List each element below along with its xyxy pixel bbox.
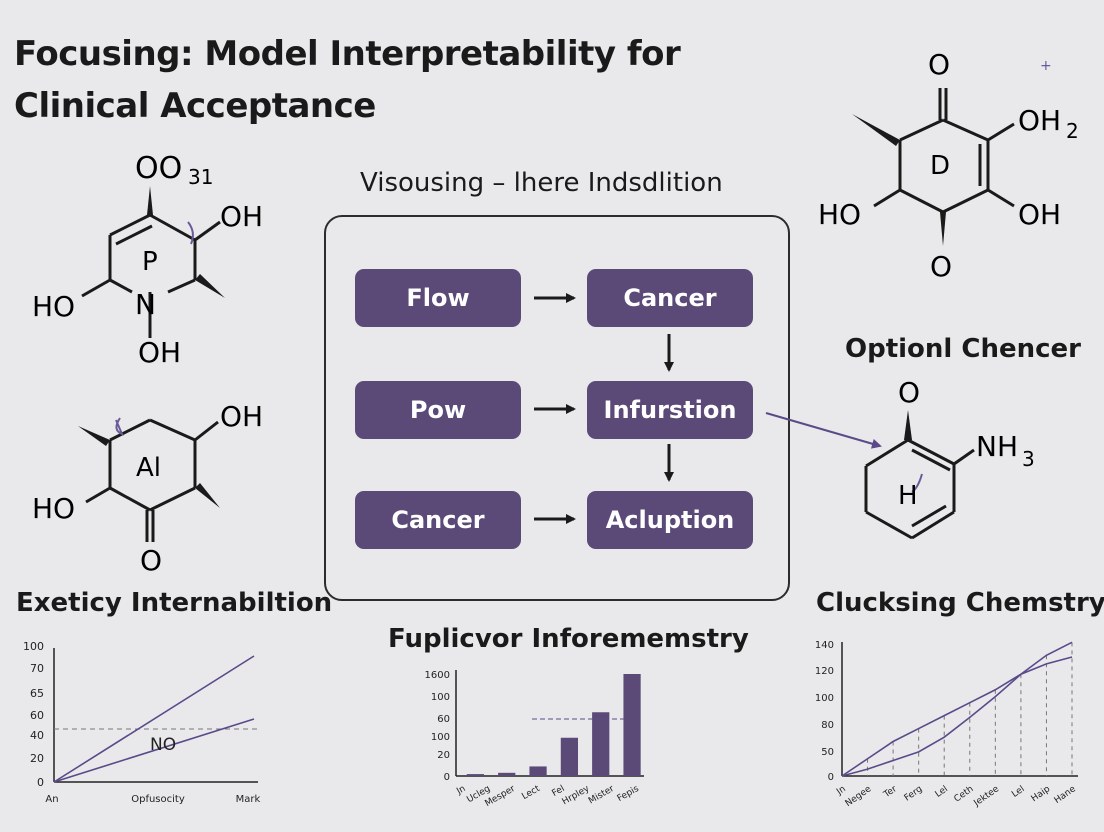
h-ring-o-top: O [898, 376, 920, 409]
d-ring-oh-right: OH [1018, 198, 1061, 231]
title-line-2: Clinical Acceptance [14, 86, 376, 126]
molecule-al-ring: Al OH HO O [32, 400, 263, 577]
p-ring-top-label: OO [135, 151, 182, 186]
al-ring-center-label: Al [136, 453, 161, 483]
title-line-1: Focusing: Model Interpretability for [14, 34, 681, 74]
chart3-series-line [841, 656, 1073, 777]
chart1-series-line [53, 718, 255, 783]
chart3-series-line [841, 641, 1073, 777]
svg-text:+: + [1040, 58, 1052, 74]
left-section-title: Exeticy Internabiltion [16, 588, 333, 618]
h-ring-nh3-subscript: 3 [1022, 447, 1035, 471]
chart2-bar [623, 674, 641, 776]
chart2-y-tick: 100 [431, 692, 450, 703]
page-title: Focusing: Model Interpretability for Cli… [14, 28, 734, 132]
chart3-y-tick: 50 [821, 747, 834, 758]
flow-box-pow: Pow [355, 381, 521, 439]
chart1-x-tick: Mark [236, 794, 261, 805]
arrow-to-h-ring [765, 412, 882, 449]
p-ring-ho-left: HO [32, 290, 75, 323]
chart3-y-tick: 100 [815, 693, 834, 704]
p-ring-oh-right: OH [220, 200, 263, 233]
chart2-y-tick: 100 [431, 732, 450, 743]
right-section-title: Clucksing Chemstry [816, 588, 1104, 618]
flow-box-cancer-1: Cancer [587, 269, 753, 327]
chart1-annotation: NO [150, 735, 176, 755]
chart3-x-tick: Ter [881, 784, 899, 801]
flow-frame: Flow Cancer Pow Infurstion Cancer Aclupt… [324, 215, 790, 601]
d-ring-center-label: D [930, 151, 950, 181]
p-ring-n-atom: N [135, 288, 156, 321]
molecule-h-ring: O NH 3 H [864, 376, 1035, 540]
chart3-x-tick: Ferg [903, 784, 925, 803]
chart2-bar [529, 766, 547, 776]
chart3-x-tick: Hane [1053, 784, 1078, 806]
flow-box-flow: Flow [355, 269, 521, 327]
flow-box-cancer-2: Cancer [355, 491, 521, 549]
chart2-y-tick: 60 [437, 714, 450, 725]
chart3-y-tick: 80 [821, 720, 834, 731]
p-ring-center-label: P [142, 247, 158, 277]
p-ring-top-subscript: 31 [188, 165, 213, 189]
molecule-p-ring: OO 31 P OH N HO OH [32, 151, 263, 369]
option-label: Optionl Chencer [845, 334, 1081, 364]
chart1-x-tick: An [45, 794, 58, 805]
d-ring-oh2-subscript: 2 [1066, 119, 1079, 143]
d-ring-o-bottom: O [930, 250, 952, 283]
chart1-x-tick: Opfusocity [131, 794, 185, 805]
chart1-series-line [53, 655, 255, 783]
chart2-y-tick: 0 [444, 772, 450, 783]
chart3-x-tick: Negee [844, 784, 874, 809]
chart3-x-tick: Haip [1030, 784, 1053, 804]
d-ring-ho-left: HO [818, 198, 861, 231]
chart3-y-tick: 0 [828, 772, 834, 783]
chart3-y-tick: 140 [815, 640, 834, 651]
d-ring-oh2: OH [1018, 104, 1061, 137]
flow-box-aclumption: Acluption [587, 491, 753, 549]
h-ring-nh3: NH [976, 430, 1018, 463]
chart2-bar [592, 712, 610, 776]
al-ring-oh-right: OH [220, 400, 263, 433]
chart1-y-tick: 70 [30, 662, 44, 675]
chart3-x-tick: Jn [834, 784, 847, 798]
chart1-y-tick: 0 [37, 776, 44, 789]
p-ring-oh-bottom: OH [138, 336, 181, 369]
al-ring-o-bottom: O [140, 544, 162, 577]
chart2-x-tick: Jn [454, 784, 467, 797]
chart1-y-tick: 65 [30, 687, 44, 700]
chart3-x-tick: Lel [1010, 784, 1026, 800]
chart2-bar [498, 772, 516, 776]
chart3-x-tick: Lel [934, 784, 950, 800]
chart2-y-tick: 20 [437, 750, 450, 761]
chart2-bar [466, 774, 485, 776]
chart1-y-tick: 60 [30, 709, 44, 722]
mid-section-title: Fuplicvor Inforememstry [388, 624, 749, 654]
flow-box-infurstion: Infurstion [587, 381, 753, 439]
chart3-x-tick: Jektee [972, 784, 1002, 809]
chart1-y-tick: 20 [30, 752, 44, 765]
chart1-y-tick: 100 [23, 640, 44, 653]
molecule-d-ring: O D OH 2 HO OH O + [818, 48, 1079, 283]
flow-title: Visousing – lhere Indsdlition [360, 168, 723, 198]
chart2-x-tick: Mister [587, 784, 616, 807]
d-ring-o-top: O [928, 48, 950, 81]
chart2-bar [560, 737, 579, 776]
chart2-x-tick: Lect [520, 784, 542, 802]
h-ring-center-label: H [898, 481, 918, 511]
chart2-y-tick: 1600 [425, 670, 450, 681]
chart3-y-tick: 120 [815, 666, 834, 677]
chart1-y-tick: 40 [30, 729, 44, 742]
chart2-x-tick: Fepis [616, 784, 641, 804]
al-ring-ho-left: HO [32, 492, 75, 525]
chart2-x-tick: Hrpley [561, 784, 592, 808]
